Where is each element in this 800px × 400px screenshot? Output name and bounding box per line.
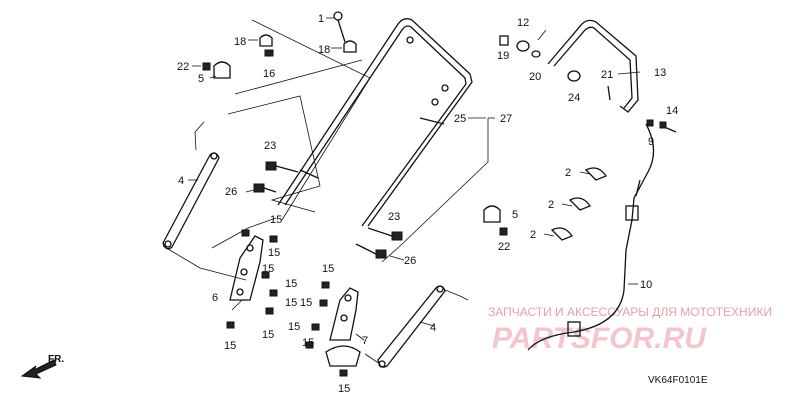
lower-pipe-left-part [162,121,247,281]
callout-23-right: 23 [388,211,400,223]
callout-4-left: 4 [178,175,184,187]
cable-clip-1-part [333,11,346,43]
callout-20: 20 [529,71,541,83]
callout-15-h: 15 [322,263,334,275]
nut-22-lower [499,227,508,236]
callout-22-upper: 22 [177,61,189,73]
callout-21: 21 [601,69,613,81]
callout-15-a: 15 [270,214,282,226]
handle-pipe-part [277,18,473,227]
callout-26-left: 26 [225,186,237,198]
callout-2-c: 2 [530,229,536,241]
watermark-text: ЗАПЧАСТИ И АКСЕССУАРЫ ДЛЯ МОТОТЕХНИКИ [488,305,772,319]
callout-25: 25 [454,113,466,125]
bolt-23-right [367,227,403,241]
throttle-lever-13-part [547,19,639,113]
callout-23-left: 23 [264,140,276,152]
bushing-19 [499,35,509,46]
callout-12: 12 [517,17,529,29]
callout-13: 13 [654,67,666,79]
bolt-14 [659,121,677,133]
nut-26-left [253,183,277,193]
callout-22-right: 22 [498,241,510,253]
callout-2-b: 2 [548,199,554,211]
cable-clip-2-part [550,167,607,241]
front-direction-arrow [20,359,57,379]
pin-21 [607,85,611,101]
callout-15-j: 15 [288,321,300,333]
clamp-18-upper [259,34,273,47]
callout-4-right: 4 [430,322,436,334]
handle-bracket-right-part [325,287,361,367]
callout-15-f: 15 [262,329,274,341]
callout-15-g: 15 [224,340,236,352]
handle-bracket-left-part [211,217,277,301]
lower-pipe-right-part [364,285,469,368]
callout-18-lower: 18 [318,44,330,56]
leader-lines [188,17,641,341]
nut-22-upper [202,62,211,71]
diagram-code: VK64F0101E [648,375,708,386]
cover-5-lower [483,205,501,223]
callout-24: 24 [568,92,580,104]
callout-18-upper: 18 [234,36,246,48]
callout-19: 19 [497,50,509,62]
callout-15-d: 15 [285,278,297,290]
callout-16: 16 [263,68,275,80]
clip-20 [531,50,541,58]
callout-15-c: 15 [262,263,274,275]
callout-1: 1 [318,13,324,25]
callout-27: 27 [500,113,512,125]
front-direction-label: FR. [48,354,64,365]
callout-26-right: 26 [404,255,416,267]
nut-15-group [226,229,348,377]
bolt-23-left [265,161,299,173]
washer-12 [516,40,530,52]
callout-10: 10 [640,279,652,291]
throttle-cable-part [527,123,655,351]
callout-14: 14 [666,105,678,117]
clamp-18-lower [343,40,357,53]
callout-15-b: 15 [268,247,280,259]
cover-5-upper [213,61,231,79]
callout-6: 6 [212,292,218,304]
callout-9: 9 [648,136,654,148]
collar-24 [567,70,581,82]
washer-9 [646,119,654,127]
callout-5-upper: 5 [198,73,204,85]
callout-2-a: 2 [565,167,571,179]
callout-15-bottom: 15 [338,383,350,395]
callout-15-e: 15 [285,297,297,309]
callout-7: 7 [362,335,368,347]
assembly-bracket-27 [227,19,495,263]
callout-5-right: 5 [512,209,518,221]
nut-16 [264,49,274,57]
nut-26-right [355,243,387,259]
callout-15-i: 15 [300,297,312,309]
callout-15-k: 15 [302,337,314,349]
watermark-logo: PARTSFOR.RU [492,322,707,355]
